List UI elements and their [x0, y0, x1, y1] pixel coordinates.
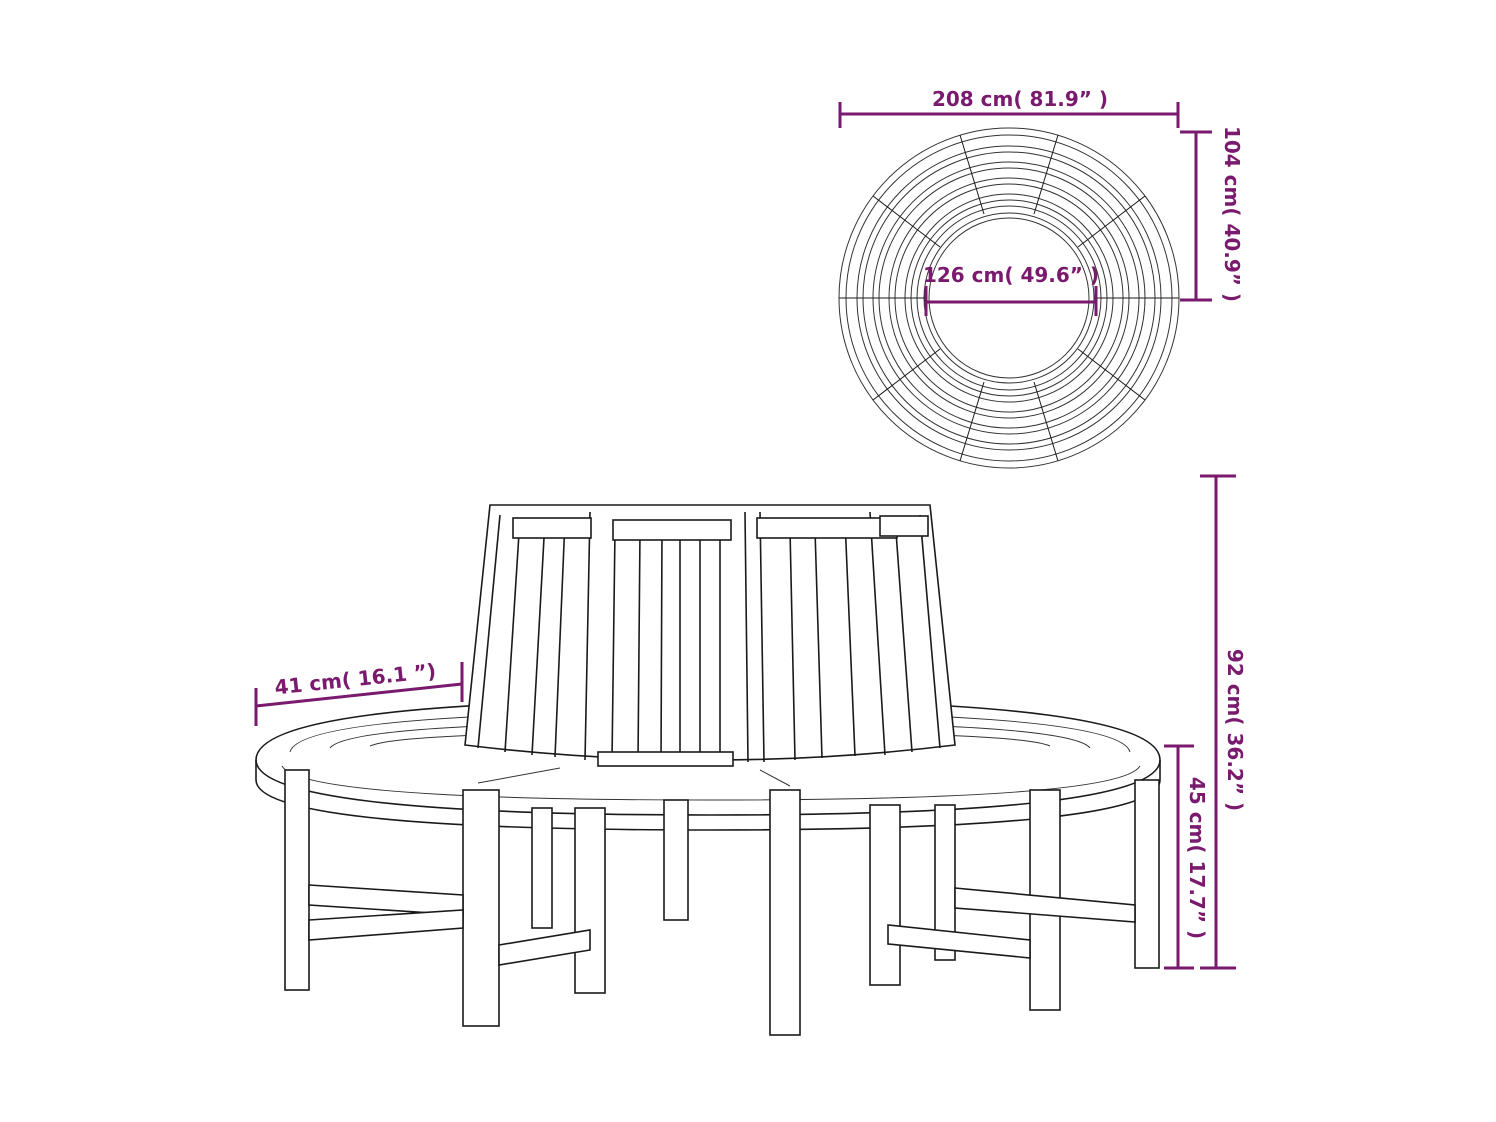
- top-view-segment-dividers: [839, 134, 1179, 462]
- dimension-depth: 104 cm( 40.9” ): [1180, 126, 1244, 302]
- seat-height-label: 45 cm( 17.7” ): [1185, 777, 1209, 939]
- seat-depth-label: 41 cm( 16.1 ”): [273, 659, 437, 700]
- dimension-outer-diameter: 208 cm( 81.9” ): [838, 87, 1180, 128]
- dimension-inner-diameter: 126 cm( 49.6” ): [923, 263, 1099, 316]
- total-height-label: 92 cm( 36.2” ): [1223, 649, 1247, 811]
- dimension-seat-height: 45 cm( 17.7” ): [1164, 744, 1209, 970]
- bench-stretchers: [308, 884, 1136, 966]
- bench-backrest: [464, 504, 956, 767]
- top-view: 208 cm( 81.9” ) 104 cm( 40.9” ) 126 cm( …: [838, 87, 1244, 469]
- front-view: 41 cm( 16.1 ”) 92 cm( 36.2” ) 45 cm( 17.…: [254, 474, 1247, 1036]
- inner-diameter-label: 126 cm( 49.6” ): [923, 263, 1099, 287]
- dimension-total-height: 92 cm( 36.2” ): [1200, 474, 1247, 970]
- depth-label: 104 cm( 40.9” ): [1220, 126, 1244, 302]
- outer-diameter-label: 208 cm( 81.9” ): [932, 87, 1108, 111]
